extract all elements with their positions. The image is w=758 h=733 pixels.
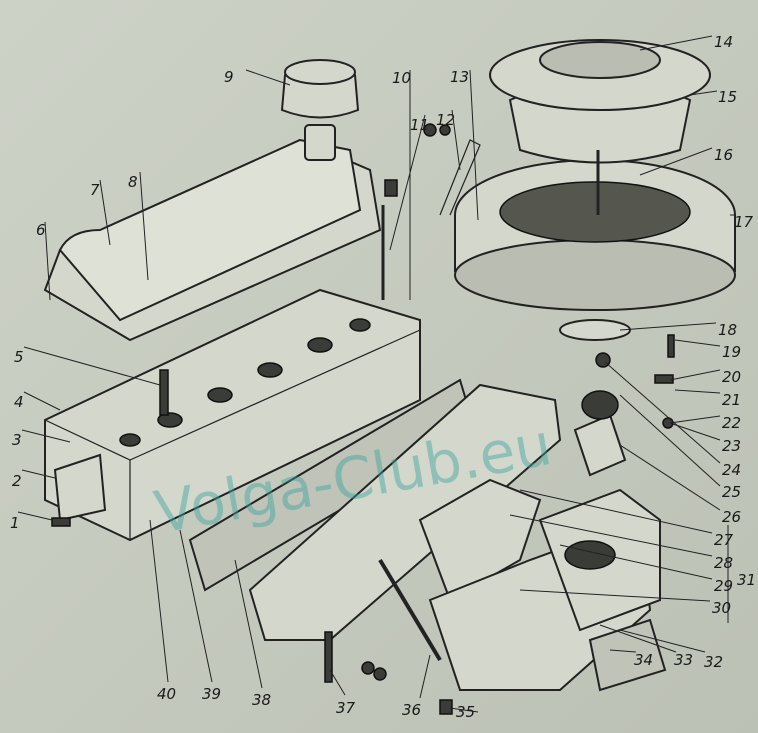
label-4: 4: [14, 393, 24, 411]
label-10: 10: [392, 69, 411, 87]
label-18: 18: [718, 321, 737, 339]
label-13: 13: [450, 68, 469, 86]
label-7: 7: [90, 181, 100, 199]
label-31: 31: [737, 571, 756, 589]
label-34: 34: [634, 651, 653, 669]
label-2: 2: [12, 472, 22, 490]
label-1: 1: [10, 514, 20, 532]
air-filter: [454, 39, 736, 341]
label-36: 36: [402, 701, 421, 719]
label-23: 23: [722, 437, 741, 455]
label-15: 15: [718, 88, 737, 106]
label-33: 33: [674, 651, 693, 669]
label-11: 11: [410, 116, 429, 134]
label-24: 24: [722, 461, 741, 479]
valve-cover: [43, 124, 382, 342]
label-22: 22: [722, 414, 741, 432]
flange-assembly: [538, 390, 667, 692]
label-14: 14: [714, 33, 733, 51]
label-32: 32: [704, 653, 723, 671]
label-25: 25: [722, 483, 741, 501]
oil-filler-cap: [280, 59, 360, 119]
label-16: 16: [714, 146, 733, 164]
label-20: 20: [722, 368, 741, 386]
label-9: 9: [224, 68, 234, 86]
label-19: 19: [722, 343, 741, 361]
label-3: 3: [12, 431, 22, 449]
cylinder-head: [44, 288, 421, 542]
label-35: 35: [456, 703, 475, 721]
label-12: 12: [436, 111, 455, 129]
label-30: 30: [712, 599, 731, 617]
label-29: 29: [714, 577, 733, 595]
label-39: 39: [202, 685, 221, 703]
label-6: 6: [36, 221, 46, 239]
label-40: 40: [157, 685, 176, 703]
label-17: 17: [734, 213, 754, 231]
label-21: 21: [722, 391, 741, 409]
label-26: 26: [722, 508, 741, 526]
label-27: 27: [714, 531, 734, 549]
label-37: 37: [336, 699, 356, 717]
label-28: 28: [714, 554, 733, 572]
fasteners: [51, 123, 675, 715]
label-5: 5: [14, 348, 24, 366]
label-8: 8: [128, 173, 138, 191]
part-labels: 1 2 3 4 5 6 7 8 9 10 11 12 13 14 15 16 1…: [10, 33, 756, 721]
label-38: 38: [252, 691, 271, 709]
leader-lines: [17, 35, 735, 713]
